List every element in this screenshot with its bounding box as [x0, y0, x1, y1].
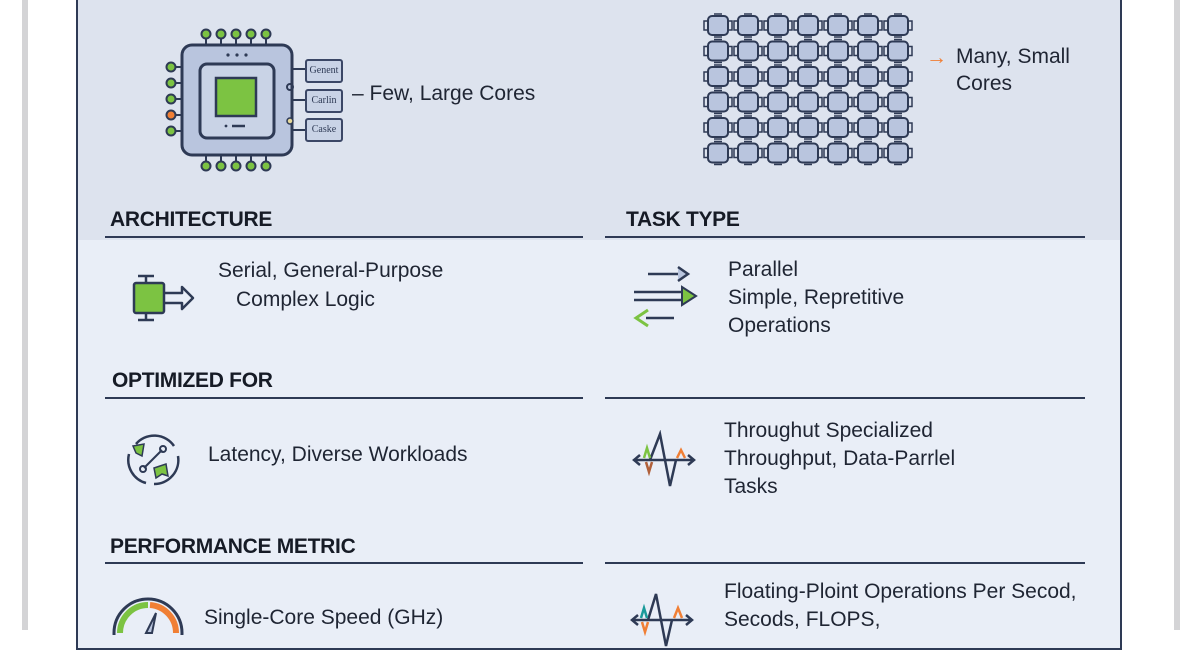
core [883, 38, 913, 64]
pin [200, 28, 212, 40]
pin [260, 160, 272, 172]
right-edge-bar [1174, 0, 1180, 630]
optimized-gpu-line: Throughput, Data-Parrlel [724, 447, 956, 470]
task-type-gpu-line: Operations [728, 314, 831, 337]
core [763, 64, 793, 89]
core-grid-icon [703, 13, 913, 166]
core [793, 13, 823, 38]
waveform-icon [630, 593, 694, 647]
gpu-caption-line: Many, Small [956, 45, 1070, 68]
architecture-cpu-line: Complex Logic [236, 288, 375, 311]
pin [200, 160, 212, 172]
pin [165, 61, 177, 73]
metric-gpu-line: Secods, FLOPS, [724, 608, 881, 631]
serial-core-arrow-icon [132, 274, 195, 322]
core [823, 13, 853, 38]
divider [105, 397, 583, 399]
core [733, 115, 763, 140]
core [733, 38, 763, 64]
core [853, 140, 883, 166]
pin [165, 77, 177, 89]
task-type-heading: TASK TYPE [626, 208, 740, 231]
left-edge-bar [22, 0, 28, 630]
core [793, 89, 823, 115]
divider [605, 562, 1085, 564]
chip-label: Caske [305, 118, 343, 142]
architecture-cpu-line: Serial, General-Purpose [218, 259, 444, 282]
core [763, 89, 793, 115]
pin [215, 28, 227, 40]
core [853, 38, 883, 64]
pin [230, 28, 242, 40]
optimized-gpu-line: Throughut Specialized [724, 419, 933, 442]
core [823, 64, 853, 89]
core [793, 140, 823, 166]
core [703, 64, 733, 89]
core [703, 89, 733, 115]
task-type-gpu-line: Parallel [728, 258, 799, 281]
pin [165, 109, 177, 121]
core [823, 115, 853, 140]
core [883, 89, 913, 115]
core [853, 89, 883, 115]
chip-label: Carlin [305, 89, 343, 113]
core [763, 115, 793, 140]
core [823, 38, 853, 64]
pin [245, 28, 257, 40]
metric-gpu-line: Floating-Ploint Operations Per Secod, [724, 580, 1077, 603]
core [733, 140, 763, 166]
speed-gauge-icon [112, 597, 184, 635]
pin [230, 160, 242, 172]
core [793, 38, 823, 64]
task-type-gpu-line: Simple, Repretitive [728, 286, 905, 309]
core [763, 140, 793, 166]
pin [165, 93, 177, 105]
core [883, 13, 913, 38]
pin [215, 160, 227, 172]
optimized-for-heading: OPTIMIZED FOR [112, 369, 273, 392]
divider [105, 562, 583, 564]
pin [165, 125, 177, 137]
parallel-arrows-icon [633, 265, 698, 328]
metric-cpu-line: Single-Core Speed (GHz) [204, 606, 444, 629]
optimized-cpu-line: Latency, Diverse Workloads [208, 443, 468, 466]
optimized-gpu-line: Tasks [724, 475, 778, 498]
core [703, 115, 733, 140]
core [733, 89, 763, 115]
divider [605, 236, 1085, 238]
divider [605, 397, 1085, 399]
core [733, 64, 763, 89]
core [703, 140, 733, 166]
core [733, 13, 763, 38]
arrow-right-icon: → [926, 46, 947, 69]
cpu-chip-icon [165, 28, 305, 172]
core [883, 115, 913, 140]
architecture-heading: ARCHITECTURE [110, 208, 273, 231]
core [823, 140, 853, 166]
core [703, 38, 733, 64]
cpu-caption: – Few, Large Cores [352, 82, 536, 105]
core [853, 115, 883, 140]
core [703, 13, 733, 38]
pin [245, 160, 257, 172]
core [883, 140, 913, 166]
performance-metric-heading: PERFORMANCE METRIC [110, 535, 356, 558]
core [883, 64, 913, 89]
chip-label: Genent [305, 59, 343, 83]
core [853, 13, 883, 38]
core [763, 38, 793, 64]
gpu-caption-line: Cores [956, 72, 1013, 95]
pin [260, 28, 272, 40]
core [853, 64, 883, 89]
latency-cycle-icon [127, 434, 180, 486]
core [793, 64, 823, 89]
core [823, 89, 853, 115]
divider [105, 236, 583, 238]
waveform-icon [632, 430, 696, 487]
core [793, 115, 823, 140]
core [763, 13, 793, 38]
